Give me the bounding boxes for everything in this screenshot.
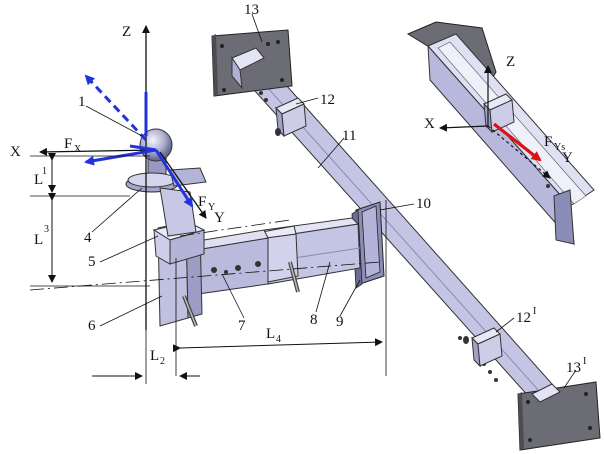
label-y-inset: Y bbox=[562, 150, 573, 166]
label-y-main: Y bbox=[214, 210, 225, 226]
label-fys: F bbox=[544, 134, 552, 150]
cross-beam-7 bbox=[191, 229, 269, 295]
label-x-inset: X bbox=[424, 116, 435, 132]
label-fys-sub: Ys bbox=[554, 142, 565, 153]
label-part-7: 7 bbox=[238, 318, 246, 334]
label-fx-sub: X bbox=[74, 144, 82, 155]
label-part-12-prime: 12 bbox=[516, 310, 531, 326]
label-part-4: 4 bbox=[84, 230, 92, 246]
tow-ball-assembly bbox=[125, 128, 207, 237]
label-fx: F bbox=[64, 136, 72, 152]
label-l4: L bbox=[266, 326, 275, 342]
label-z-main: Z bbox=[122, 24, 131, 40]
label-l2: L bbox=[150, 348, 159, 364]
label-part-11: 11 bbox=[342, 128, 356, 144]
label-l4-sub: 4 bbox=[276, 334, 281, 345]
label-l1: L bbox=[34, 172, 43, 188]
label-part-9: 9 bbox=[336, 314, 344, 330]
label-l2-sub: 2 bbox=[160, 356, 165, 367]
label-part-13-prime: 13 bbox=[566, 360, 581, 376]
label-part-12-prime-mark: I bbox=[533, 306, 536, 317]
label-part-5: 5 bbox=[88, 254, 96, 270]
inset-view bbox=[406, 21, 595, 246]
label-part-1: 1 bbox=[78, 94, 86, 110]
label-part-8: 8 bbox=[310, 312, 318, 328]
centre-lines bbox=[29, 200, 387, 376]
leader-lines bbox=[85, 13, 577, 389]
label-part-13-prime-mark: I bbox=[583, 356, 586, 367]
dimensions bbox=[30, 153, 383, 384]
label-l3: L bbox=[34, 232, 43, 248]
label-fy: F bbox=[198, 194, 206, 210]
label-l1-sub: 1 bbox=[42, 166, 47, 177]
vertical-post-6 bbox=[152, 221, 206, 327]
label-part-13: 13 bbox=[244, 2, 259, 18]
mounting-plate-13-bottom bbox=[517, 381, 601, 451]
main-axes bbox=[39, 25, 207, 330]
label-l3-sub: 3 bbox=[44, 224, 49, 235]
label-x-main: X bbox=[10, 144, 21, 160]
mounting-plate-13 bbox=[211, 29, 293, 97]
clamp-12-bottom bbox=[463, 327, 503, 368]
labels: Z X Y F X F Y 1 4 5 6 7 8 9 10 11 12 13 … bbox=[10, 2, 586, 376]
label-part-12: 12 bbox=[320, 92, 335, 108]
label-part-10: 10 bbox=[416, 196, 431, 212]
label-z-inset: Z bbox=[506, 54, 515, 70]
cross-beam-8 bbox=[261, 217, 361, 293]
clamp-12-top bbox=[275, 97, 307, 138]
label-part-6: 6 bbox=[88, 318, 96, 334]
label-fy-sub: Y bbox=[208, 202, 215, 213]
